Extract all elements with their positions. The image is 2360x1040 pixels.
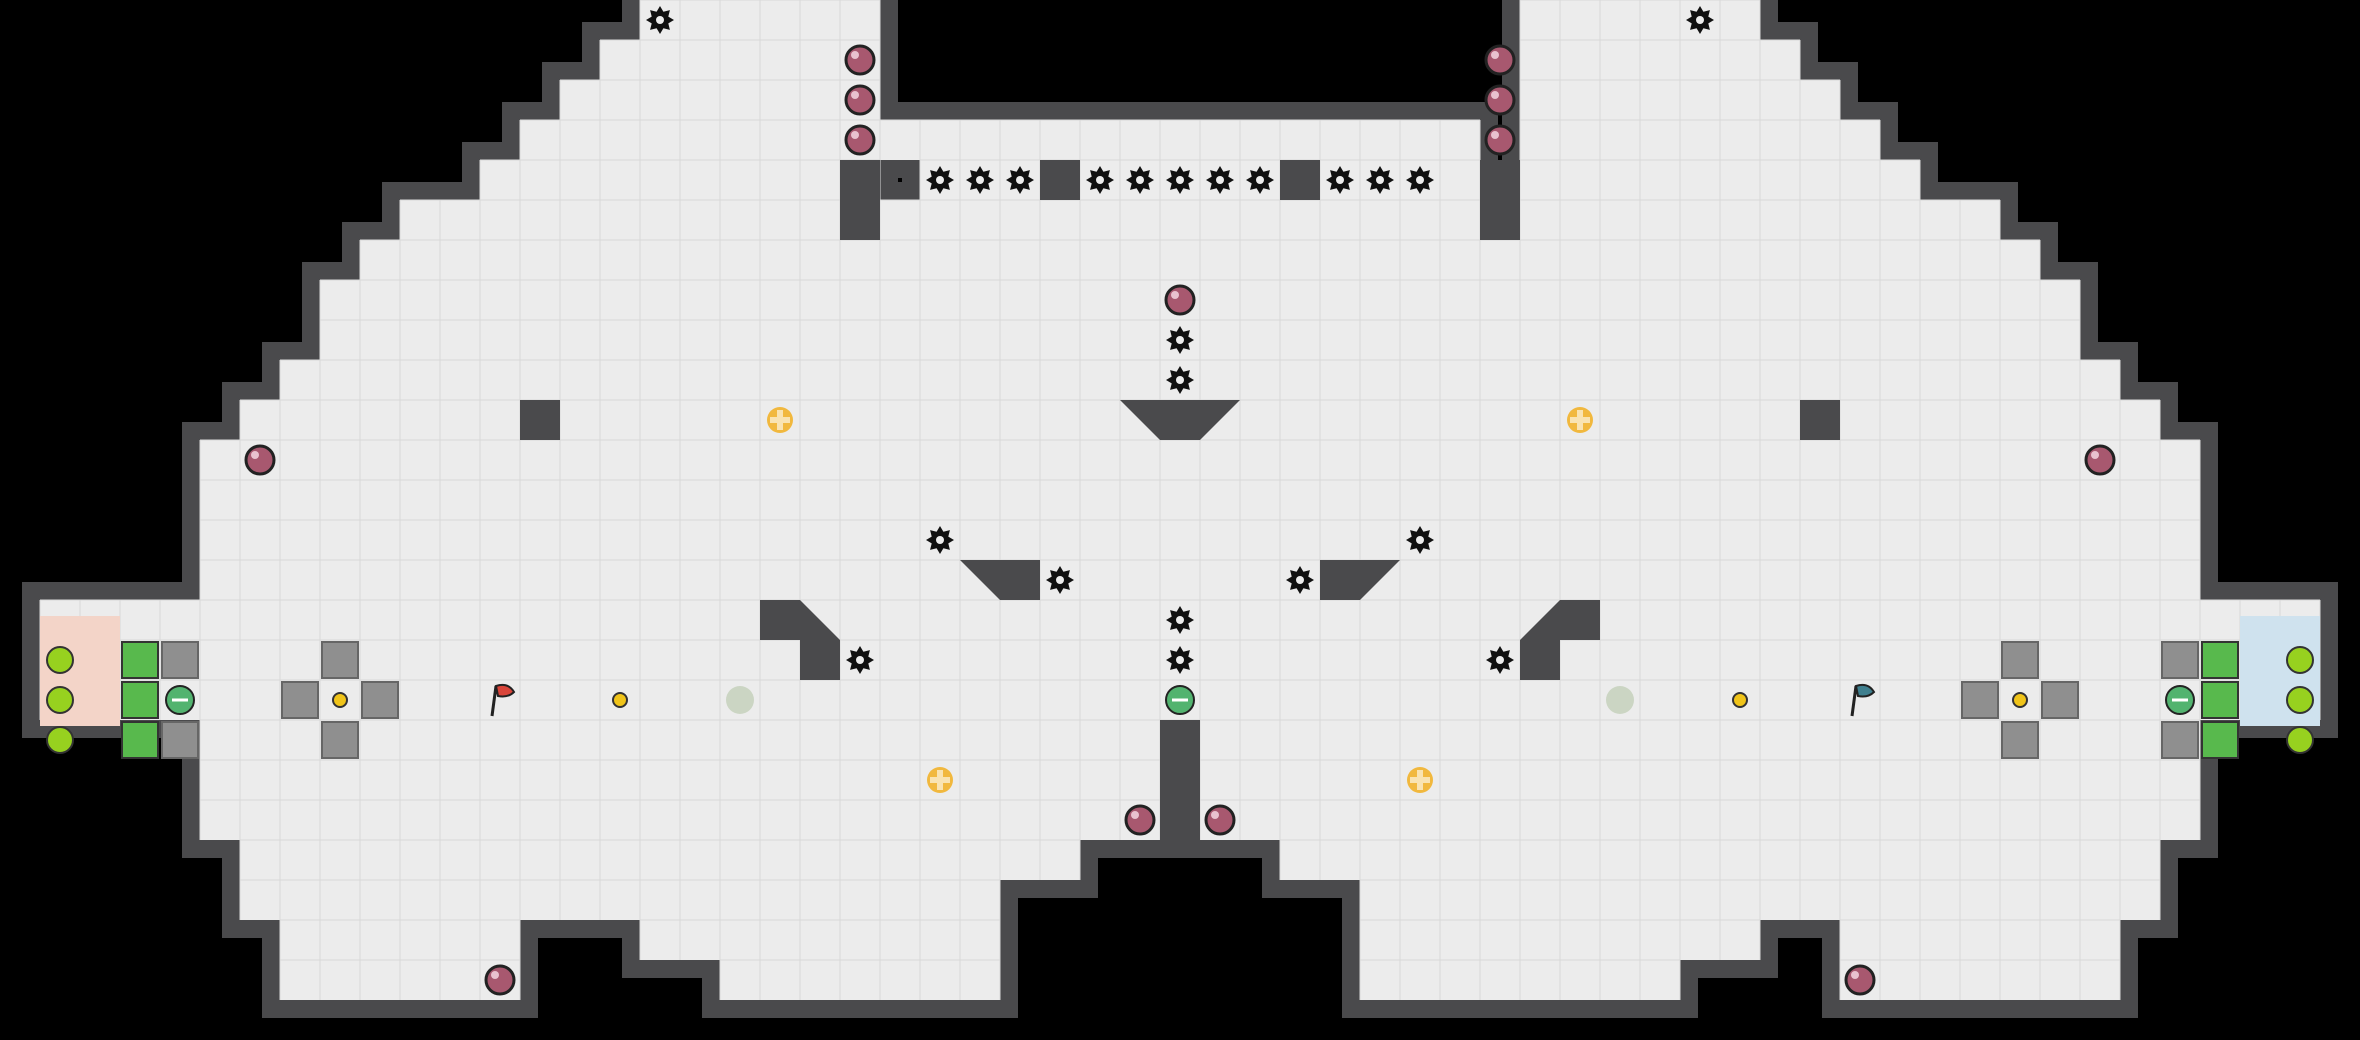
bomb-icon bbox=[1484, 44, 1516, 76]
spike-icon bbox=[1246, 166, 1274, 194]
gate-tile bbox=[2001, 641, 2039, 679]
wall-ramp bbox=[1120, 400, 1240, 440]
wall-ramp bbox=[1320, 560, 1400, 600]
team-tile bbox=[121, 721, 159, 759]
spike-icon bbox=[1166, 366, 1194, 394]
spike-icon bbox=[1406, 526, 1434, 554]
portal-icon bbox=[46, 686, 74, 714]
gate-tile bbox=[321, 721, 359, 759]
bomb-icon bbox=[1484, 124, 1516, 156]
gate-tile bbox=[281, 681, 319, 719]
boost-icon bbox=[332, 692, 348, 708]
spike-icon bbox=[966, 166, 994, 194]
bomb-icon bbox=[844, 44, 876, 76]
wall-block bbox=[1480, 160, 1520, 240]
bomb-icon bbox=[844, 124, 876, 156]
powerup-icon bbox=[767, 407, 793, 433]
spike-icon bbox=[846, 646, 874, 674]
gate-tile bbox=[2041, 681, 2079, 719]
portal-icon bbox=[2286, 726, 2314, 754]
portal-icon bbox=[2286, 646, 2314, 674]
spike-icon bbox=[1166, 326, 1194, 354]
powerup-icon bbox=[1407, 767, 1433, 793]
spike-icon bbox=[1406, 166, 1434, 194]
wall-ramp bbox=[760, 600, 840, 680]
switch-button-icon bbox=[165, 685, 195, 715]
gate-tile bbox=[361, 681, 399, 719]
bomb-icon bbox=[1124, 804, 1156, 836]
bomb-icon bbox=[844, 84, 876, 116]
boost-icon bbox=[1732, 692, 1748, 708]
wall-ramp bbox=[960, 560, 1040, 600]
gate-tile bbox=[1961, 681, 1999, 719]
bomb-icon bbox=[484, 964, 516, 996]
wall-block bbox=[1040, 160, 1080, 200]
spike-icon bbox=[1166, 646, 1194, 674]
spike-icon bbox=[1166, 606, 1194, 634]
neutral-spawn-icon bbox=[1606, 686, 1634, 714]
spike-icon bbox=[1046, 566, 1074, 594]
wall-block bbox=[1800, 400, 1840, 440]
spike-icon bbox=[1006, 166, 1034, 194]
spike-icon bbox=[1166, 166, 1194, 194]
wall-block bbox=[1280, 160, 1320, 200]
bomb-icon bbox=[1164, 284, 1196, 316]
bomb-icon bbox=[1844, 964, 1876, 996]
gate-tile bbox=[2161, 641, 2199, 679]
bomb-icon bbox=[244, 444, 276, 476]
portal-icon bbox=[46, 646, 74, 674]
portal-icon bbox=[46, 726, 74, 754]
boost-icon bbox=[2012, 692, 2028, 708]
spike-icon bbox=[1686, 6, 1714, 34]
neutral-spawn-icon bbox=[726, 686, 754, 714]
wall-block bbox=[520, 400, 560, 440]
spike-icon bbox=[646, 6, 674, 34]
team-tile bbox=[121, 641, 159, 679]
spike-icon bbox=[1286, 566, 1314, 594]
switch-button-icon bbox=[1165, 685, 1195, 715]
gate-tile bbox=[161, 721, 199, 759]
gate-tile bbox=[321, 641, 359, 679]
spike-icon bbox=[1206, 166, 1234, 194]
spike-icon bbox=[926, 526, 954, 554]
gate-tile bbox=[161, 641, 199, 679]
bomb-icon bbox=[1484, 84, 1516, 116]
team-tile bbox=[2201, 681, 2239, 719]
powerup-icon bbox=[1567, 407, 1593, 433]
team-tile bbox=[2201, 721, 2239, 759]
spike-icon bbox=[1326, 166, 1354, 194]
powerup-icon bbox=[927, 767, 953, 793]
red-flag-icon bbox=[490, 683, 516, 717]
bomb-icon bbox=[2084, 444, 2116, 476]
spike-icon bbox=[1086, 166, 1114, 194]
spike-icon bbox=[1366, 166, 1394, 194]
spike-icon bbox=[926, 166, 954, 194]
wall-block bbox=[1160, 720, 1200, 840]
spike-icon bbox=[1486, 646, 1514, 674]
portal-icon bbox=[2286, 686, 2314, 714]
bomb-icon bbox=[1204, 804, 1236, 836]
blue-flag-icon bbox=[1850, 683, 1876, 717]
wall-ramp bbox=[1520, 600, 1600, 680]
spike-icon bbox=[1126, 166, 1154, 194]
gate-tile bbox=[2161, 721, 2199, 759]
boost-icon bbox=[612, 692, 628, 708]
team-tile bbox=[2201, 641, 2239, 679]
wall-block bbox=[840, 160, 880, 240]
switch-button-icon bbox=[2165, 685, 2195, 715]
gate-tile bbox=[2001, 721, 2039, 759]
team-tile bbox=[121, 681, 159, 719]
